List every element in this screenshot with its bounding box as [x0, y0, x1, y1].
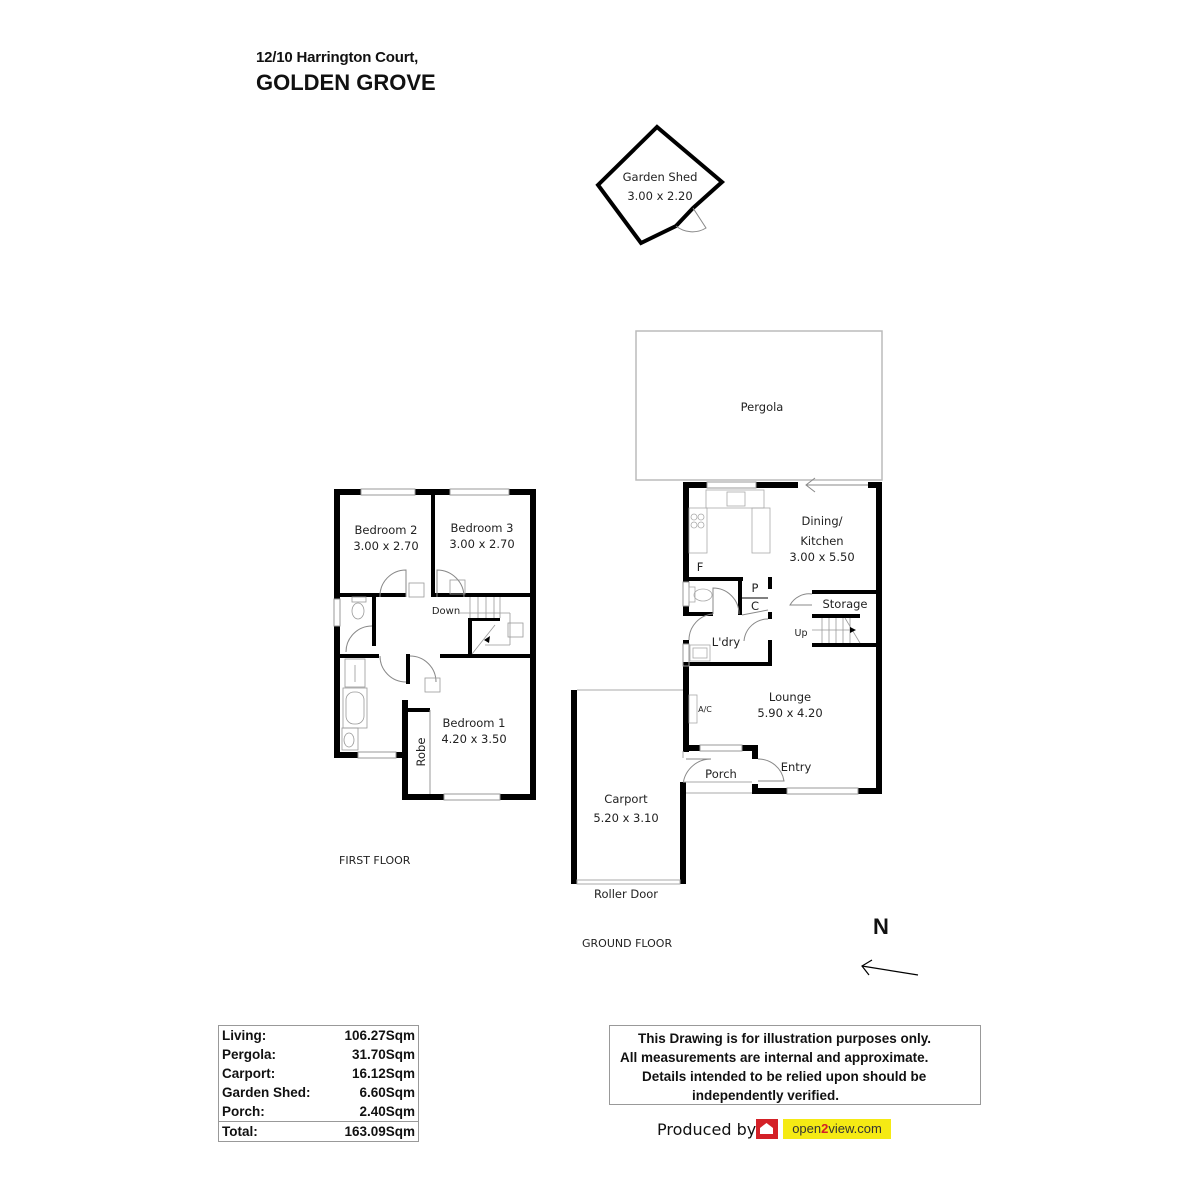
total-value: 163.09Sqm — [344, 1124, 415, 1139]
property-suburb: GOLDEN GROVE — [256, 70, 436, 95]
area-summary-table: Living: 106.27Sqm Pergola: 31.70Sqm Carpor… — [218, 1025, 419, 1142]
area-row: Carport: 16.12Sqm — [219, 1064, 418, 1083]
property-address: 12/10 Harrington Court, — [256, 49, 419, 66]
lounge-label: Lounge — [769, 690, 811, 704]
area-value: 2.40Sqm — [359, 1104, 415, 1119]
logo-text-post: view.com — [828, 1121, 882, 1136]
area-row: Living: 106.27Sqm — [219, 1026, 418, 1045]
area-value: 106.27Sqm — [344, 1028, 415, 1043]
area-row: Pergola: 31.70Sqm — [219, 1045, 418, 1064]
pergola: Pergola — [635, 330, 883, 481]
roller-door-label: Roller Door — [594, 887, 658, 901]
first-floor-plan: Bedroom 2 3.00 x 2.70 Bedroom 3 3.00 x 2… — [333, 488, 536, 801]
disclaimer-line: independently verified. — [692, 1088, 840, 1103]
carport-label: Carport — [604, 792, 648, 806]
area-label: Living: — [222, 1028, 267, 1043]
garden-shed-label: Garden Shed — [623, 170, 698, 184]
ac-label: A/C — [698, 705, 712, 714]
carport-dims: 5.20 x 3.10 — [593, 811, 658, 825]
area-value: 16.12Sqm — [351, 1066, 415, 1081]
produced-by-label: Produced by — [657, 1120, 757, 1139]
disclaimer-line: This Drawing is for illustration purpose… — [638, 1031, 932, 1046]
area-label: Pergola: — [222, 1047, 277, 1062]
laundry-label: L'dry — [712, 635, 741, 649]
porch-label: Porch — [705, 767, 737, 781]
north-arrow-icon — [861, 959, 919, 976]
area-total-row: Total: 163.09Sqm — [219, 1121, 418, 1141]
bedroom3-dims: 3.00 x 2.70 — [449, 537, 514, 551]
lounge-dims: 5.90 x 4.20 — [757, 706, 822, 720]
area-row: Porch: 2.40Sqm — [219, 1102, 418, 1121]
north-label: N — [873, 914, 889, 939]
cupboard-label: C — [751, 599, 759, 613]
area-row: Garden Shed: 6.60Sqm — [219, 1083, 418, 1102]
house-logo-icon — [756, 1119, 778, 1139]
stairs-down-label: Down — [432, 606, 460, 617]
stairs-up-label: Up — [795, 628, 808, 639]
bedroom1-label: Bedroom 1 — [443, 716, 506, 730]
disclaimer-box: This Drawing is for illustration purpose… — [609, 1025, 981, 1105]
bedroom2-dims: 3.00 x 2.70 — [353, 539, 418, 553]
bedroom2-label: Bedroom 2 — [355, 523, 418, 537]
garden-shed: Garden Shed 3.00 x 2.20 — [595, 124, 726, 246]
pergola-label: Pergola — [741, 400, 784, 414]
first-floor-label: FIRST FLOOR — [339, 854, 411, 867]
area-label: Garden Shed: — [222, 1085, 311, 1100]
entry-label: Entry — [781, 760, 812, 774]
dining-kitchen-dims: 3.00 x 5.50 — [789, 550, 854, 564]
ground-floor-label: GROUND FLOOR — [582, 937, 673, 950]
garden-shed-dims: 3.00 x 2.20 — [627, 189, 692, 203]
area-value: 6.60Sqm — [359, 1085, 415, 1100]
fridge-label: F — [697, 560, 704, 574]
dining-kitchen-label-line1: Dining/ — [802, 514, 843, 528]
disclaimer-line: All measurements are internal and approx… — [620, 1050, 929, 1065]
robe-label: Robe — [414, 738, 428, 767]
dining-kitchen-label-line2: Kitchen — [800, 534, 843, 548]
bedroom1-dims: 4.20 x 3.50 — [441, 732, 506, 746]
area-label: Porch: — [222, 1104, 265, 1119]
bedroom3-label: Bedroom 3 — [451, 521, 514, 535]
open2view-logo: open2view.com — [783, 1119, 891, 1139]
area-label: Carport: — [222, 1066, 276, 1081]
storage-label: Storage — [823, 597, 868, 611]
disclaimer-line: Details intended to be relied upon shoul… — [642, 1069, 927, 1084]
pantry-label: P — [752, 581, 759, 595]
property-title: 12/10 Harrington Court, GOLDEN GROVE — [256, 48, 436, 96]
logo-text-two: 2 — [821, 1121, 829, 1136]
logo-text-pre: open — [792, 1121, 822, 1136]
total-label: Total: — [222, 1124, 258, 1139]
ground-floor-plan: Dining/ Kitchen 3.00 x 5.50 F P C Storag… — [571, 477, 882, 901]
area-value: 31.70Sqm — [351, 1047, 415, 1062]
